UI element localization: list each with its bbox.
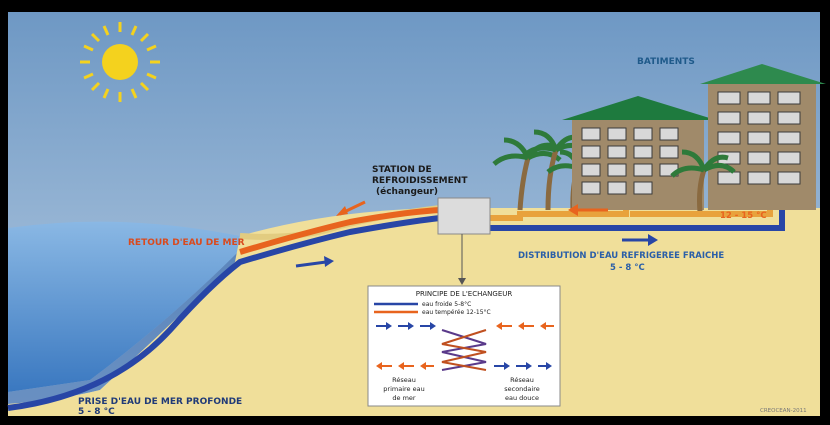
return-temperature-label: 12 - 15 °C	[720, 211, 767, 221]
arrow-right-icon	[376, 322, 436, 330]
warm-distribution-pipe	[630, 210, 773, 217]
distribution-label-line2: 5 - 8 °C	[610, 263, 645, 273]
callout-arrow-icon	[458, 278, 466, 285]
intake-label-line2: 5 - 8 °C	[78, 407, 115, 417]
arrow-right-icon	[494, 362, 552, 370]
station-label-line3: (échangeur)	[376, 186, 438, 197]
cold-intake-pipe	[7, 215, 441, 411]
legend-warm-label: eau tempérée 12-15°C	[422, 309, 491, 316]
station-label-line2: REFROIDISSEMENT	[372, 176, 468, 186]
arrow-left-icon	[376, 362, 434, 370]
exchanger-title: PRINCIPE DE L'ECHANGEUR	[416, 290, 513, 298]
building-right	[700, 64, 826, 210]
palm-tree-icon	[492, 137, 562, 211]
sun-icon	[80, 22, 160, 102]
arrow-left-icon	[496, 322, 554, 330]
left-caption-line3: de mer	[392, 394, 416, 402]
distribution-label-line1: DISTRIBUTION D'EAU REFRIGEREE FRAICHE	[518, 251, 724, 261]
warm-return-pipe	[239, 207, 441, 255]
buildings-label: BATIMENTS	[637, 57, 695, 67]
cold-distribution-pipe	[490, 210, 785, 231]
intake-label-line1: PRISE D'EAU DE MER PROFONDE	[78, 397, 242, 407]
credit-label: CREOCEAN-2011	[760, 408, 807, 414]
exchanger-station	[437, 197, 491, 235]
sea	[8, 221, 240, 392]
exchanger-coil-cold	[441, 329, 487, 371]
arrow-right-icon	[295, 256, 334, 268]
exchanger-principle-box: PRINCIPE DE L'ECHANGEUR eau froide 5-8°C…	[367, 285, 561, 407]
left-caption-line1: Réseau	[392, 376, 416, 384]
warm-distribution-pipe	[490, 210, 629, 221]
arrow-left-icon	[336, 200, 366, 216]
right-caption-line3: eau douce	[505, 394, 539, 402]
exchanger-coil-warm	[441, 329, 487, 371]
arrow-left-icon	[568, 204, 608, 216]
station-label-line1: STATION DE	[372, 165, 432, 175]
return-label: RETOUR D'EAU DE MER	[128, 238, 245, 248]
right-caption-line2: secondaire	[504, 385, 540, 393]
legend-cold-label: eau froide 5-8°C	[422, 301, 471, 308]
building-left	[562, 96, 716, 210]
right-caption-line1: Réseau	[510, 376, 534, 384]
arrow-right-icon	[622, 234, 658, 246]
left-caption-line2: primaire eau	[383, 385, 424, 393]
palm-tree-icon	[670, 149, 736, 213]
